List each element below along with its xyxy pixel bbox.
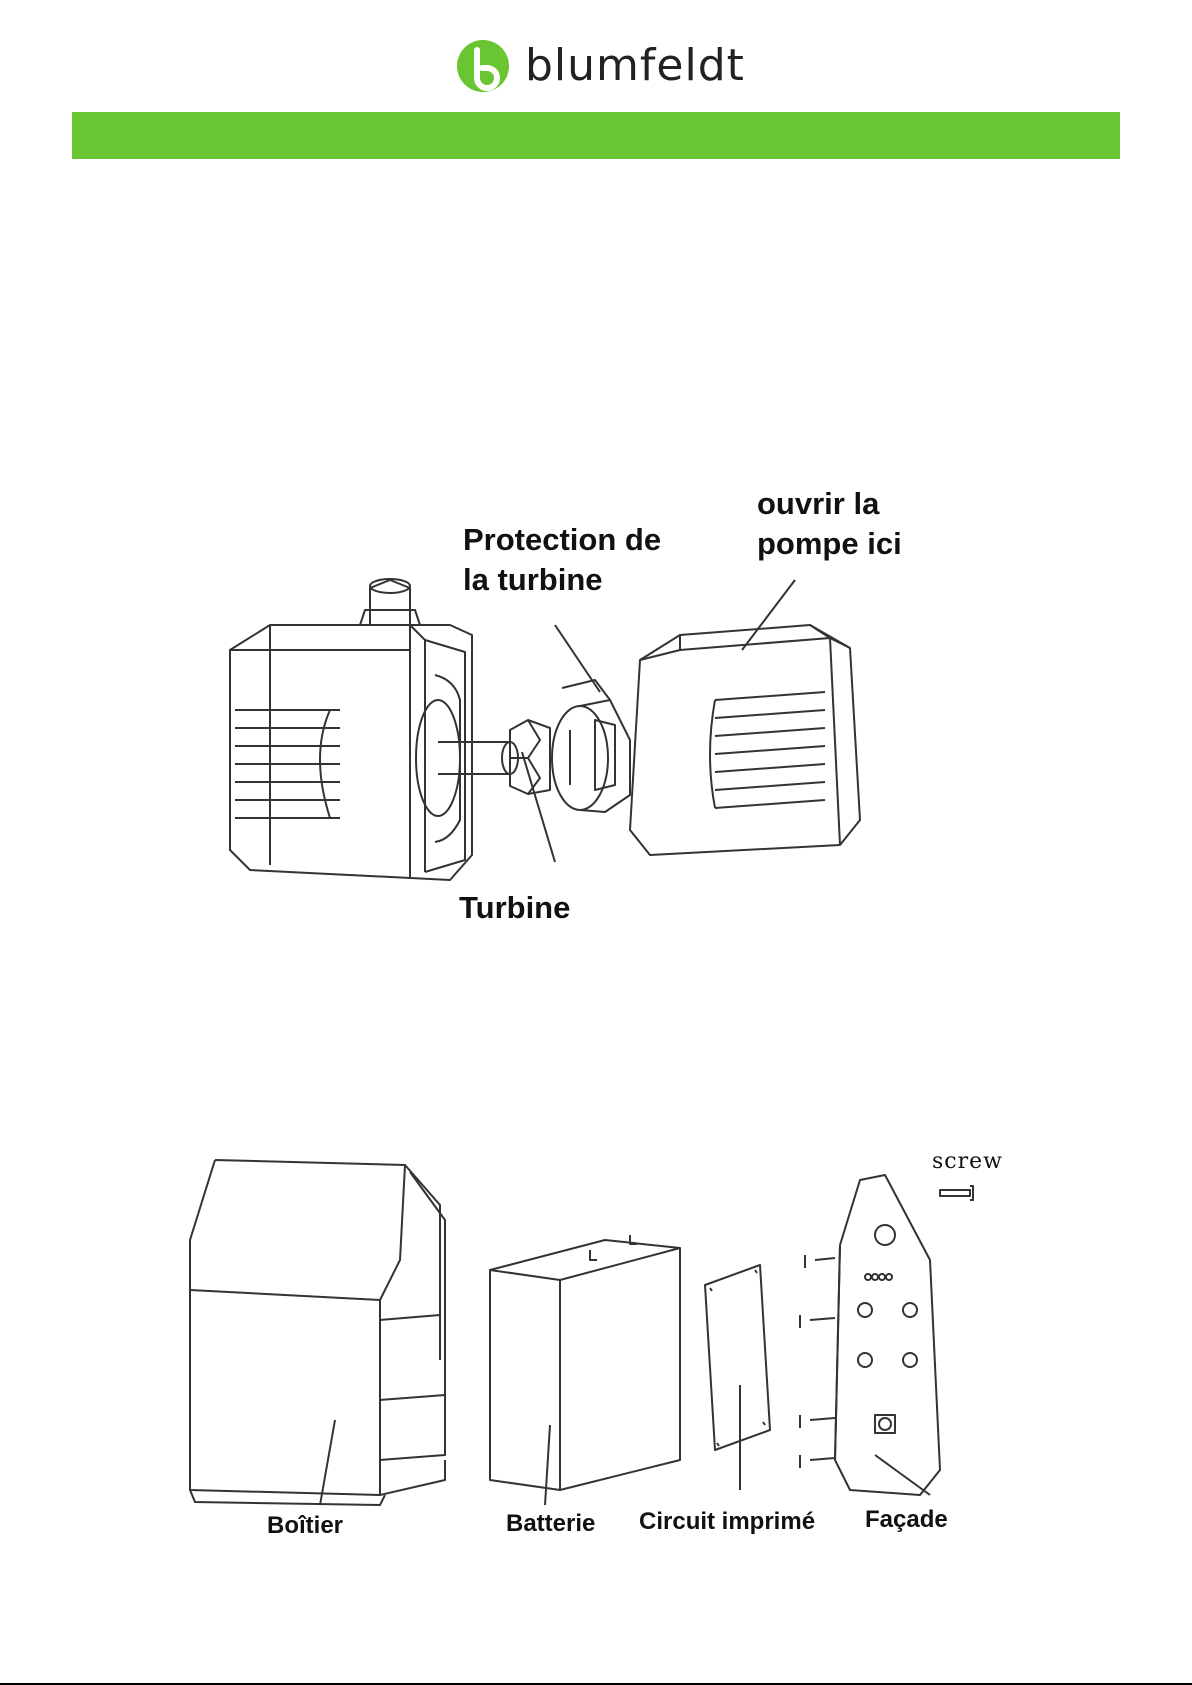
pump-impeller xyxy=(438,720,550,794)
housing-circuit-board xyxy=(705,1265,770,1450)
label-screw: screw xyxy=(932,1148,1003,1177)
pump-motor-body xyxy=(230,579,472,880)
label-open-here: ouvrir la pompe ici xyxy=(757,484,902,565)
housing-front-panel xyxy=(800,1175,940,1495)
leader-housing xyxy=(320,1420,335,1505)
label-battery: Batterie xyxy=(506,1508,595,1539)
leader-impeller-cover xyxy=(555,625,600,692)
housing-screw xyxy=(940,1186,973,1200)
leader-open-here xyxy=(742,580,795,650)
pump-front-housing xyxy=(630,625,860,855)
leader-front-panel xyxy=(875,1455,930,1495)
pump-exploded-drawing xyxy=(210,580,940,920)
housing-battery xyxy=(490,1235,680,1490)
housing-exploded-drawing xyxy=(185,1160,1015,1510)
label-impeller: Turbine xyxy=(459,888,570,928)
label-front-panel: Façade xyxy=(865,1504,948,1535)
label-housing: Boîtier xyxy=(267,1510,343,1541)
label-impeller-cover: Protection de la turbine xyxy=(463,520,661,601)
label-circuit-board: Circuit imprimé xyxy=(639,1506,815,1537)
header-accent-bar xyxy=(72,112,1120,159)
housing-casing xyxy=(190,1160,445,1505)
brand-logo: blumfeldt xyxy=(455,38,745,94)
leader-battery xyxy=(545,1425,550,1505)
brand-name: blumfeldt xyxy=(525,44,745,88)
brand-logo-icon xyxy=(455,38,511,94)
pump-impeller-cover xyxy=(552,680,630,812)
